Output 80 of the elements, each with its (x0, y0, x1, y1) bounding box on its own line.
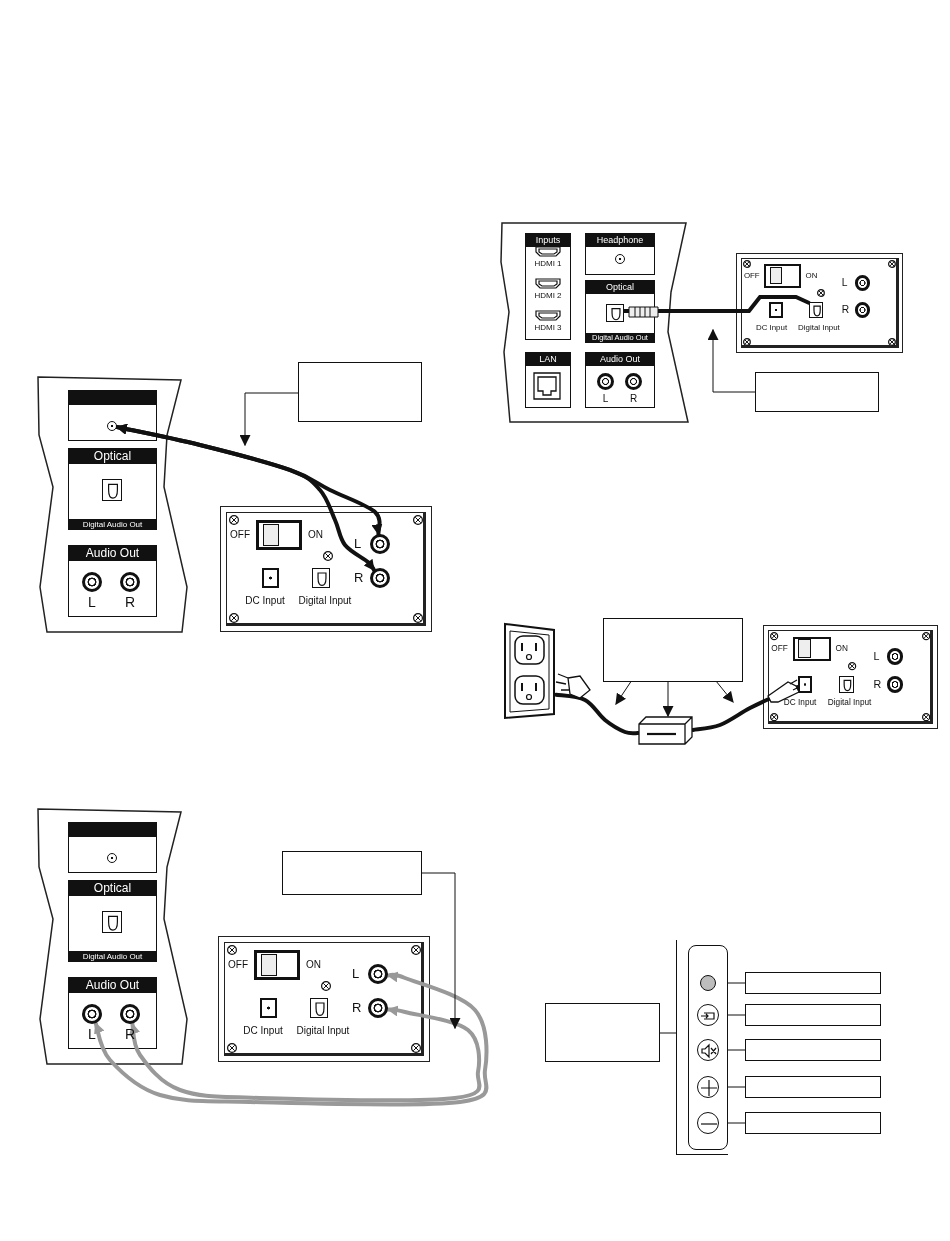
port-label: ON (308, 529, 324, 541)
cable (93, 970, 489, 1107)
callout-box (282, 851, 422, 895)
optical-port (102, 479, 122, 501)
port-label: R (873, 677, 882, 691)
callout-box (745, 1112, 881, 1134)
arrow (421, 872, 461, 1030)
cable (128, 1005, 482, 1103)
port-label: Digital Input (297, 595, 353, 607)
section-header: Audio Out (68, 977, 157, 993)
callout-box (745, 1004, 881, 1026)
arrow (615, 681, 632, 705)
remote-control (676, 940, 728, 1155)
callout-box (545, 1003, 660, 1062)
callout-box (745, 1039, 881, 1061)
section-header: Optical (585, 280, 655, 294)
port-label: OFF (771, 643, 789, 654)
callout-box (745, 972, 881, 994)
port-label: HDMI 1 (533, 259, 563, 269)
cable (114, 423, 376, 572)
headphone-jack (107, 853, 117, 863)
port-label: Digital Input (295, 1025, 351, 1037)
arrow (716, 681, 734, 703)
port-label: L (873, 649, 881, 663)
arrow (707, 328, 756, 393)
section-header: Headphone (585, 233, 655, 247)
section-footer: Digital Audio Out (68, 951, 157, 962)
section-header: Audio Out (585, 352, 655, 366)
rca-jack (120, 572, 140, 592)
callout-box (755, 372, 879, 412)
leader-line (659, 1032, 677, 1034)
rca-jack (82, 572, 102, 592)
port-label: DC Input (244, 595, 286, 607)
rca-jack (625, 373, 642, 390)
port-label: DC Input (782, 698, 818, 709)
optical-port (312, 568, 330, 588)
port-label: DC Input (242, 1025, 284, 1037)
section-header: Inputs (525, 233, 571, 247)
port-label: L (87, 594, 97, 611)
headphone-jack (107, 421, 117, 431)
port-label: R (628, 393, 639, 405)
arrow (239, 392, 299, 447)
port-label: OFF (228, 959, 249, 971)
port-label: R (123, 594, 137, 611)
port-label: HDMI 2 (533, 291, 563, 301)
dc-input-jack (262, 568, 279, 588)
port-label: OFF (230, 529, 251, 541)
section-header: Optical (68, 880, 157, 896)
port-label: L (841, 276, 849, 289)
headphone-jack (615, 254, 625, 264)
power-adapter (638, 716, 693, 745)
wall-outlet (503, 622, 556, 720)
section-header: LAN (525, 352, 571, 366)
port-label: L (601, 393, 610, 405)
optical-port (310, 998, 328, 1018)
port-label: R (352, 1000, 362, 1016)
port-label: L (87, 1026, 97, 1043)
callout-box (298, 362, 422, 422)
port-label: L (354, 536, 363, 552)
port-label: Digital Input (826, 698, 873, 709)
rca-jack (597, 373, 614, 390)
rca-jack (120, 1004, 140, 1024)
optical-port (102, 911, 122, 933)
port-label: R (123, 1026, 137, 1043)
section-header: Audio Out (68, 545, 157, 561)
port-label: ON (306, 959, 322, 971)
section-header: Optical (68, 448, 157, 464)
port-label: HDMI 3 (533, 323, 563, 333)
dc-input-jack (260, 998, 277, 1018)
port-label: R (841, 303, 850, 316)
section-footer: Digital Audio Out (68, 519, 157, 530)
arrow (662, 681, 674, 718)
callout-box (603, 618, 743, 682)
optical-port (606, 304, 624, 322)
rca-jack (82, 1004, 102, 1024)
cable (554, 692, 640, 736)
port-label: R (354, 570, 364, 586)
port-label: ON (835, 643, 849, 654)
port-label: L (352, 966, 361, 982)
callout-box (745, 1076, 881, 1098)
